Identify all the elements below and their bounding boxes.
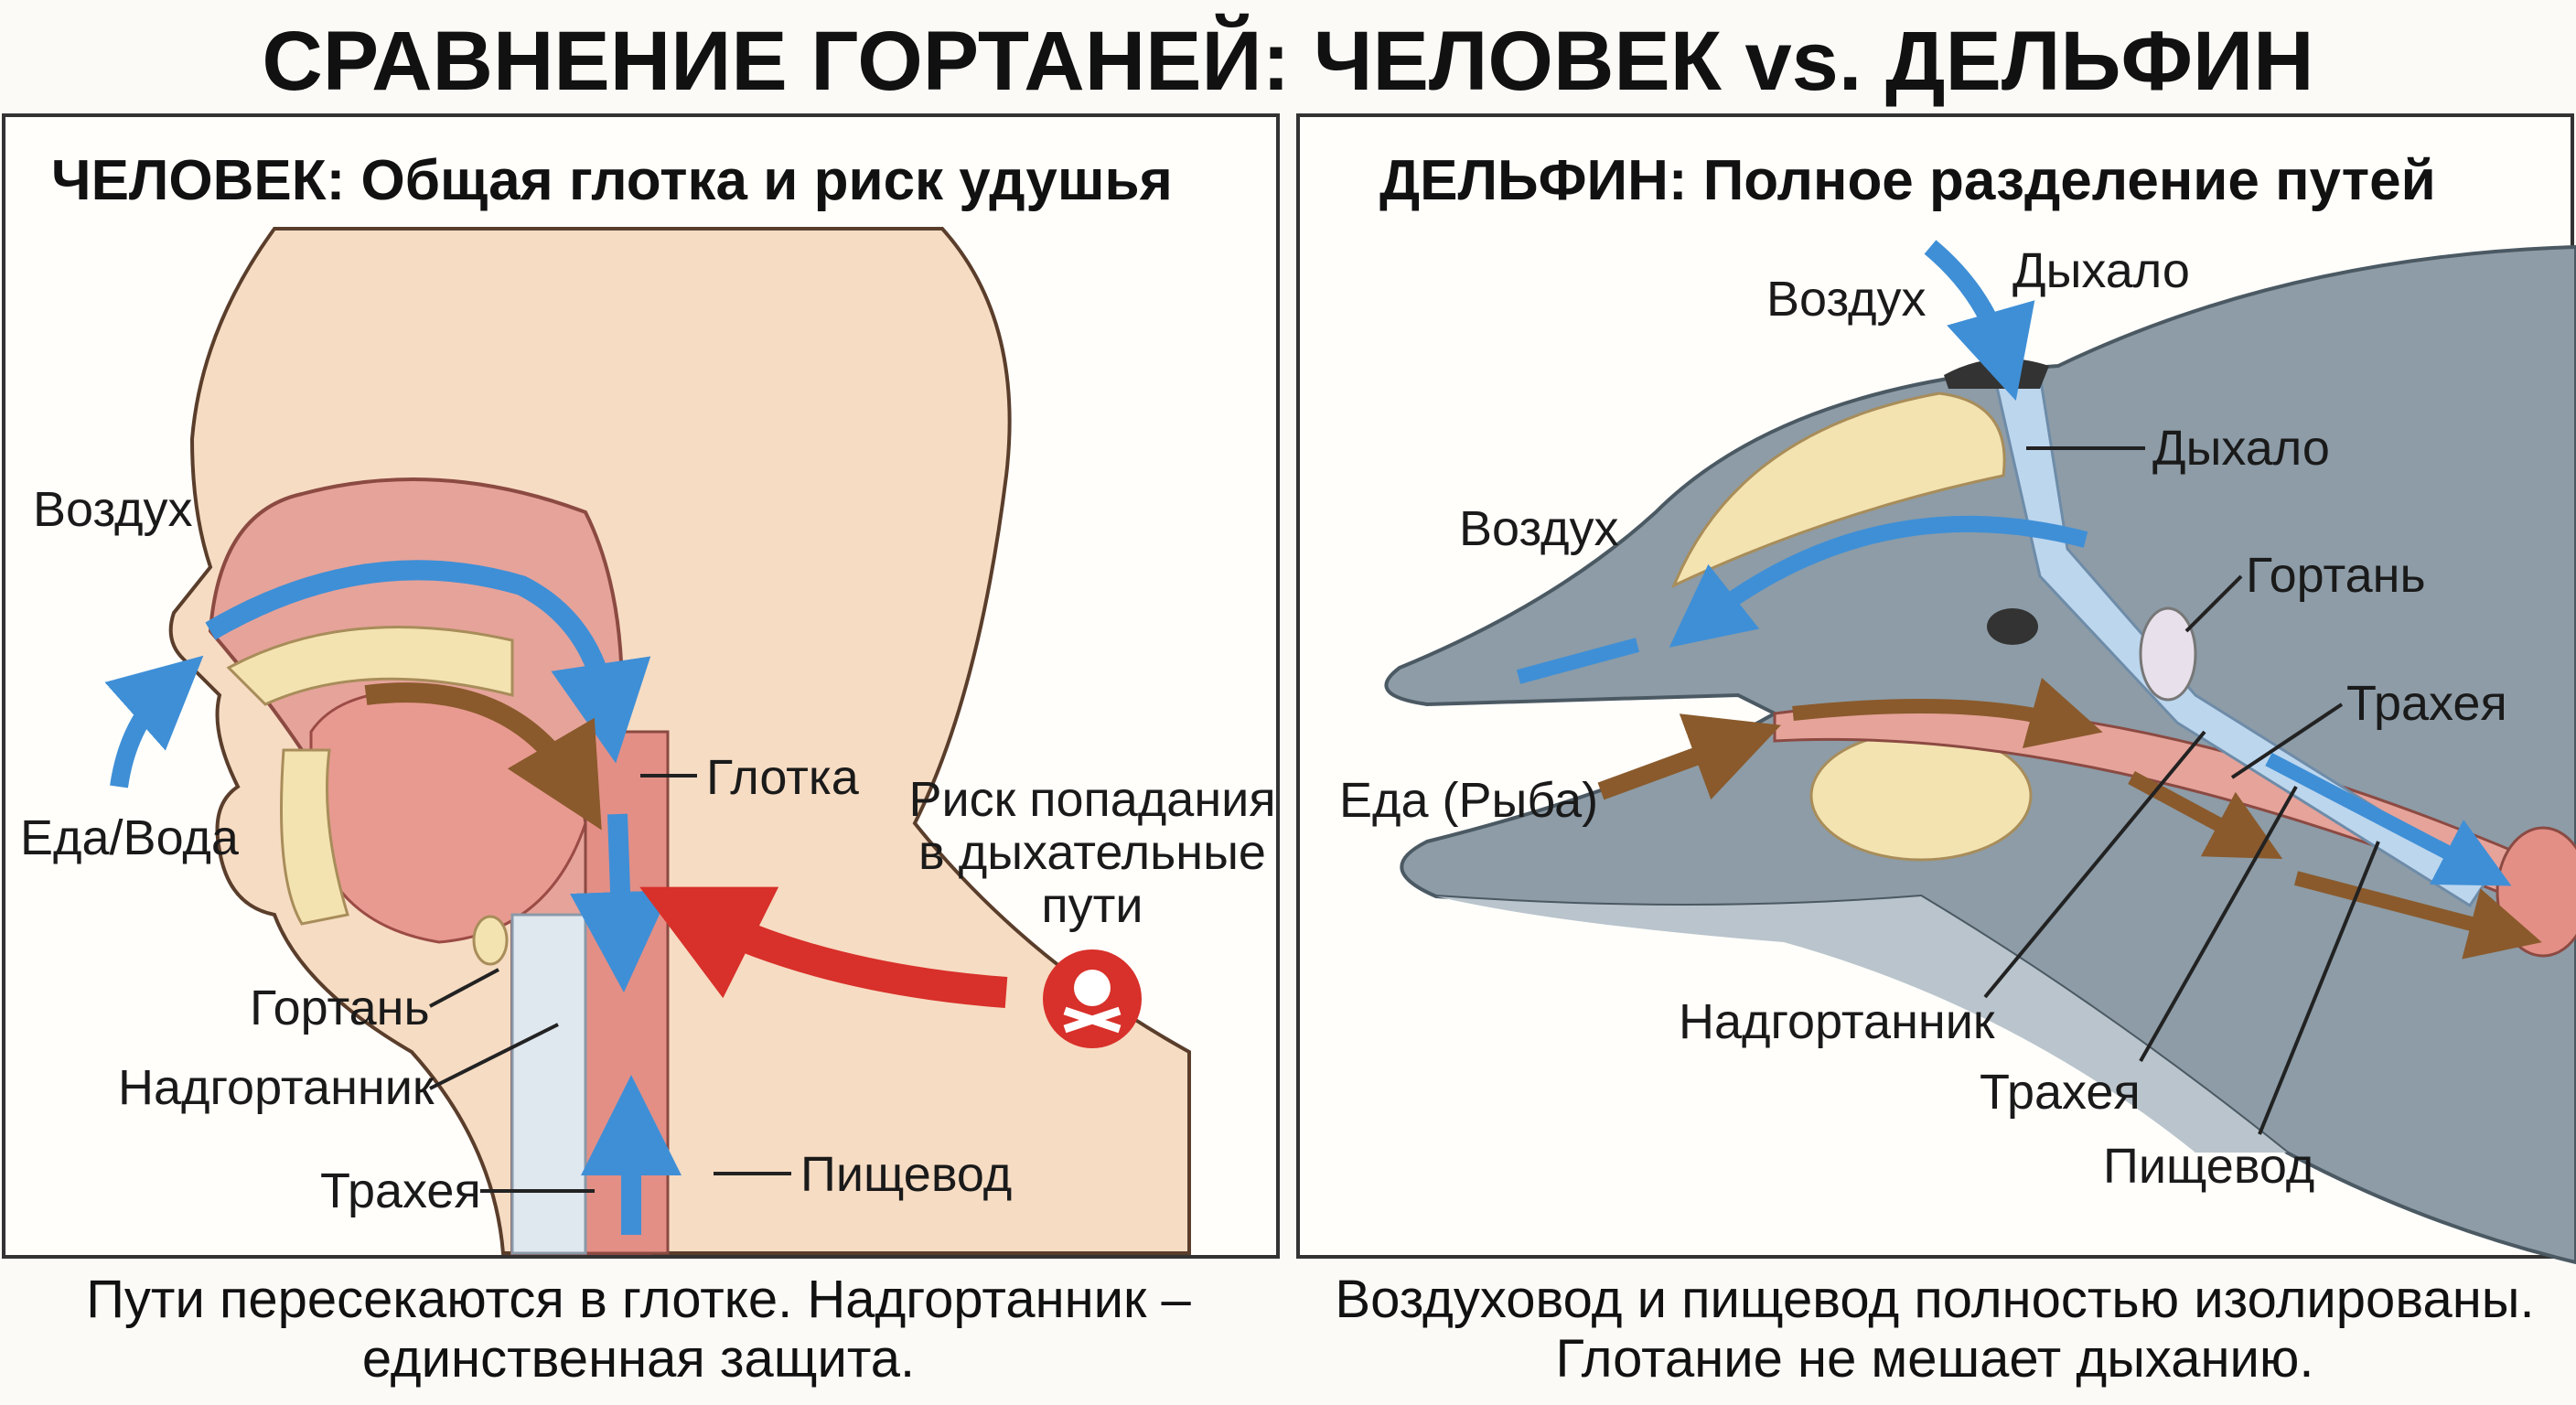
human-caption-line1: Пути пересекаются в глотке. Надгортанник… xyxy=(86,1270,1191,1329)
label-risk-line1: Риск попадания xyxy=(908,772,1275,827)
label-epiglottis: Надгортанник xyxy=(118,1060,435,1115)
dolphin-caption-line2: Глотание не мешает дыханию. xyxy=(1555,1329,2313,1389)
label-food-fish: Еда (Рыба) xyxy=(1339,773,1598,828)
food-arrow-3 xyxy=(2293,871,2542,960)
label-esophagus: Пищевод xyxy=(800,1147,1012,1202)
label-blowhole: Дыхало xyxy=(2152,421,2330,476)
human-heading: ЧЕЛОВЕК: Общая глотка и риск удушья xyxy=(51,149,1173,212)
air-down-arrow xyxy=(570,813,671,992)
label-trachea: Трахея xyxy=(320,1164,481,1218)
dolphin-caption-line1: Воздуховод и пищевод полностью изолирова… xyxy=(1335,1270,2534,1329)
air-to-nose-arrow xyxy=(1669,515,2088,648)
skull-crossbones-icon xyxy=(1043,949,1142,1048)
label-air: Воздух xyxy=(1459,501,1619,556)
air-inhale-arrow xyxy=(1924,240,2035,402)
air-arrow xyxy=(205,560,651,764)
label-epiglottis: Надгортанник xyxy=(1679,994,1995,1049)
label-air-top: Воздух xyxy=(1766,272,1927,327)
food-water-arrow xyxy=(104,655,204,788)
dolphin-heading: ДЕЛЬФИН: Полное разделение путей xyxy=(1379,149,2436,212)
label-risk-line2: в дыхательные xyxy=(918,825,1266,880)
human-panel: ЧЕЛОВЕК: Общая глотка и риск удушья Возд… xyxy=(2,113,1280,1259)
label-larynx: Гортань xyxy=(250,981,430,1035)
food-arrow-2 xyxy=(2128,770,2283,859)
label-risk-line3: пути xyxy=(1041,878,1143,933)
label-larynx: Гортань xyxy=(2246,548,2426,603)
label-trachea-upper: Трахея xyxy=(2346,676,2507,731)
label-blowhole-top: Дыхало xyxy=(2012,243,2190,298)
air-trachea-arrow xyxy=(2265,752,2512,886)
risk-arrow xyxy=(639,886,1008,1008)
label-trachea: Трахея xyxy=(1980,1065,2141,1120)
dolphin-panel: ДЕЛЬФИН: Полное разделение путей Воздух … xyxy=(1296,113,2576,1265)
label-esophagus: Пищевод xyxy=(2103,1139,2314,1194)
air-snout-arrow xyxy=(1516,638,1640,684)
label-food-water: Еда/Вода xyxy=(20,810,240,865)
human-caption-line2: единственная защита. xyxy=(362,1329,915,1389)
label-pharynx: Глотка xyxy=(706,750,860,805)
food-in-arrow xyxy=(1597,713,1781,800)
label-air: Воздух xyxy=(33,482,193,537)
food-arrow xyxy=(364,682,602,831)
food-arrow-1 xyxy=(1792,677,2103,749)
page-title: СРАВНЕНИЕ ГОРТАНЕЙ: ЧЕЛОВЕК vs. ДЕЛЬФИН xyxy=(262,13,2313,108)
